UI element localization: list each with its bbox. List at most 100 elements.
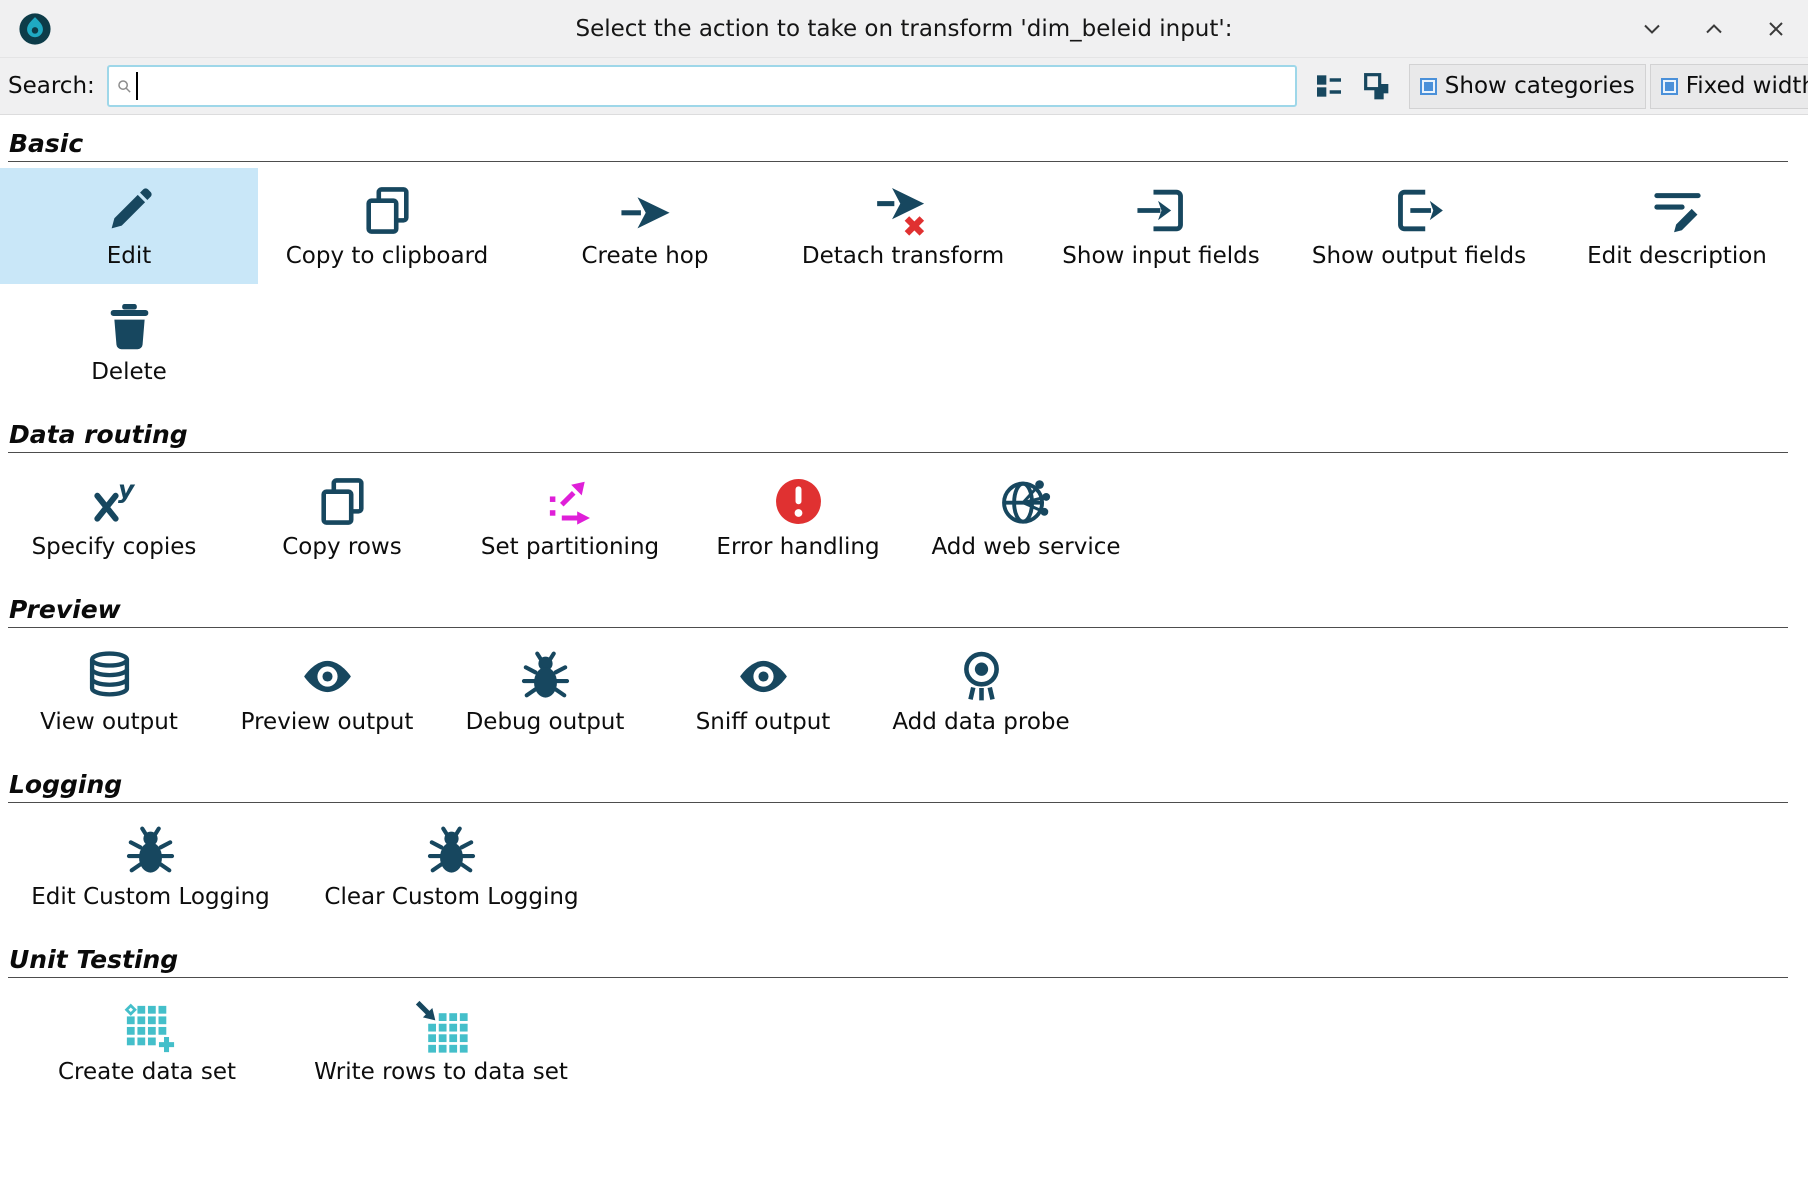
output-fields-icon bbox=[1392, 178, 1447, 242]
action-copy-to-clipboard[interactable]: Copy to clipboard bbox=[258, 168, 516, 284]
action-create-data-set[interactable]: Create data set bbox=[0, 984, 294, 1100]
action-detach-transform[interactable]: Detach transform bbox=[774, 168, 1032, 284]
category-items: Create data set Write rows to data set bbox=[0, 984, 1808, 1100]
action-label: Edit bbox=[106, 243, 152, 269]
window-shade-button[interactable] bbox=[1638, 15, 1666, 43]
action-error-handling[interactable]: Error handling bbox=[684, 459, 912, 575]
window-close-button[interactable] bbox=[1762, 15, 1790, 43]
action-label: Detach transform bbox=[801, 243, 1005, 269]
flat-view-button[interactable] bbox=[1357, 66, 1397, 106]
action-label: Clear Custom Logging bbox=[324, 884, 579, 910]
action-debug-output[interactable]: Debug output bbox=[436, 634, 654, 750]
action-label: Create data set bbox=[57, 1059, 236, 1085]
detach-arrow-icon bbox=[876, 178, 931, 242]
window-unshade-button[interactable] bbox=[1700, 15, 1728, 43]
category-title: Data routing bbox=[9, 420, 188, 449]
action-delete[interactable]: Delete bbox=[0, 284, 258, 400]
database-icon bbox=[82, 644, 137, 708]
text-caret bbox=[135, 72, 138, 100]
input-fields-icon bbox=[1134, 178, 1189, 242]
partitioning-icon bbox=[543, 469, 598, 533]
copy-icon bbox=[315, 469, 370, 533]
search-icon bbox=[117, 79, 131, 93]
action-label: Add web service bbox=[931, 534, 1121, 560]
close-icon bbox=[1769, 21, 1783, 36]
action-show-output-fields[interactable]: Show output fields bbox=[1290, 168, 1548, 284]
bug-icon bbox=[123, 819, 178, 883]
action-preview-output[interactable]: Preview output bbox=[218, 634, 436, 750]
action-label: Debug output bbox=[465, 709, 625, 735]
copies-xy-icon: y bbox=[87, 469, 142, 533]
pencil-icon bbox=[102, 178, 157, 242]
action-label: Show input fields bbox=[1062, 243, 1260, 269]
category-divider bbox=[8, 627, 1788, 628]
search-box[interactable] bbox=[106, 65, 1297, 107]
category-items: Edit Copy to clipboard Create hop Detach tr… bbox=[0, 168, 1808, 400]
action-create-hop[interactable]: Create hop bbox=[516, 168, 774, 284]
error-icon bbox=[771, 469, 826, 533]
bug-icon bbox=[518, 644, 573, 708]
category-divider bbox=[8, 452, 1788, 453]
dataset-add-icon bbox=[120, 994, 175, 1058]
view-toggles bbox=[1309, 66, 1397, 106]
svg-text:y: y bbox=[117, 475, 135, 504]
action-label: View output bbox=[40, 709, 178, 735]
action-label: Show output fields bbox=[1311, 243, 1527, 269]
action-write-rows-to-data-set[interactable]: Write rows to data set bbox=[294, 984, 588, 1100]
action-label: Set partitioning bbox=[480, 534, 660, 560]
action-set-partitioning[interactable]: Set partitioning bbox=[456, 459, 684, 575]
action-label: Specify copies bbox=[31, 534, 197, 560]
action-copy-rows[interactable]: Copy rows bbox=[228, 459, 456, 575]
category-divider bbox=[8, 802, 1788, 803]
category-title: Basic bbox=[9, 129, 84, 158]
action-label: Add data probe bbox=[892, 709, 1070, 735]
show-categories-toggle[interactable]: Show categories bbox=[1408, 63, 1646, 109]
trash-icon bbox=[102, 294, 157, 358]
flat-view-icon bbox=[1363, 73, 1389, 100]
action-label: Copy to clipboard bbox=[285, 243, 489, 269]
category-divider bbox=[8, 977, 1788, 978]
window-controls bbox=[1638, 15, 1790, 43]
action-label: Write rows to data set bbox=[314, 1059, 568, 1085]
titlebar: Select the action to take on transform '… bbox=[0, 0, 1808, 58]
action-view-output[interactable]: View output bbox=[0, 634, 218, 750]
checkbox-icon bbox=[1419, 77, 1437, 95]
category-items: Edit Custom Logging Clear Custom Logging bbox=[0, 809, 1808, 925]
category-title: Logging bbox=[9, 770, 123, 799]
action-label: Sniff output bbox=[695, 709, 831, 735]
action-clear-custom-logging[interactable]: Clear Custom Logging bbox=[301, 809, 602, 925]
action-label: Edit description bbox=[1587, 243, 1767, 269]
search-input[interactable] bbox=[137, 73, 1287, 99]
action-edit[interactable]: Edit bbox=[0, 168, 258, 284]
categorized-view-button[interactable] bbox=[1309, 66, 1349, 106]
action-show-input-fields[interactable]: Show input fields bbox=[1032, 168, 1290, 284]
action-label: Create hop bbox=[581, 243, 709, 269]
category-divider bbox=[8, 161, 1788, 162]
fixed-width-toggle[interactable]: Fixed width bbox=[1649, 63, 1808, 109]
bug-icon bbox=[424, 819, 479, 883]
eye-icon bbox=[736, 644, 791, 708]
action-add-data-probe[interactable]: Add data probe bbox=[872, 634, 1090, 750]
web-service-icon bbox=[999, 469, 1054, 533]
search-label: Search: bbox=[8, 73, 95, 99]
probe-icon bbox=[954, 644, 1009, 708]
action-label: Delete bbox=[91, 359, 167, 385]
action-edit-description[interactable]: Edit description bbox=[1548, 168, 1806, 284]
action-add-web-service[interactable]: Add web service bbox=[912, 459, 1140, 575]
action-sniff-output[interactable]: Sniff output bbox=[654, 634, 872, 750]
checkbox-icon bbox=[1660, 77, 1678, 95]
action-label: Edit Custom Logging bbox=[31, 884, 270, 910]
action-edit-custom-logging[interactable]: Edit Custom Logging bbox=[0, 809, 301, 925]
hop-logo-icon bbox=[18, 12, 52, 46]
category-title: Preview bbox=[9, 595, 121, 624]
copy-icon bbox=[360, 178, 415, 242]
fixed-width-label: Fixed width bbox=[1685, 73, 1808, 99]
chevron-up-icon bbox=[1706, 23, 1722, 33]
